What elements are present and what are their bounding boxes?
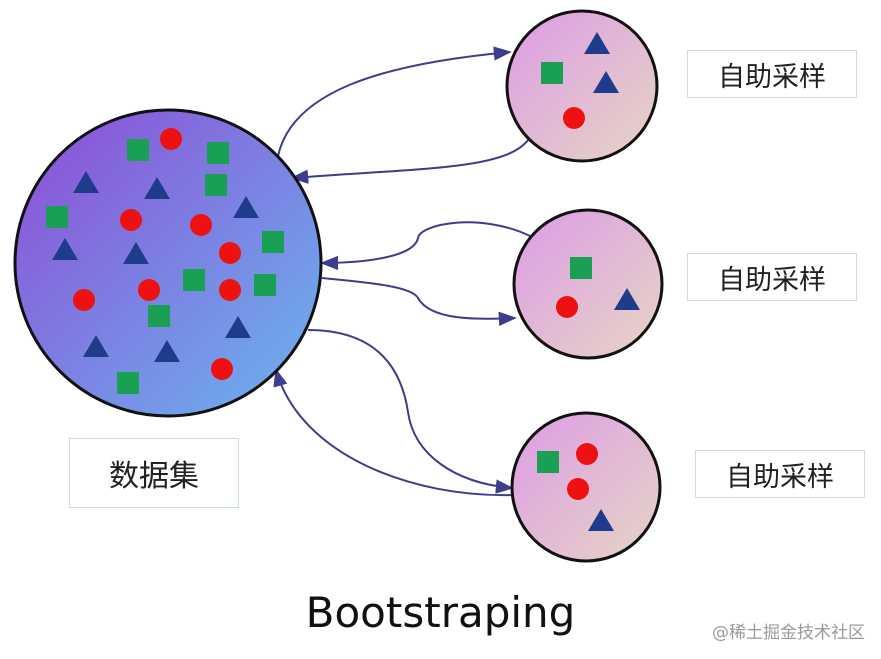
square-marker	[207, 142, 229, 164]
triangle-marker	[588, 509, 614, 531]
triangle-marker	[154, 340, 180, 362]
triangle-marker	[123, 242, 149, 264]
arrow-to-sample-3	[307, 329, 514, 494]
sample-label-2: 自助采样	[687, 253, 857, 301]
square-marker	[117, 372, 139, 394]
arrow-to-sample-2	[321, 277, 517, 326]
triangle-marker	[584, 32, 610, 54]
square-marker	[254, 274, 276, 296]
square-marker	[148, 305, 170, 327]
dataset-label: 数据集	[69, 438, 239, 508]
triangle-marker	[73, 171, 99, 193]
dot-marker	[190, 214, 212, 236]
sample-label-1: 自助采样	[687, 50, 857, 98]
triangle-marker	[233, 196, 259, 218]
sample-label-3: 自助采样	[695, 450, 865, 498]
dot-marker	[576, 443, 598, 465]
dot-marker	[556, 296, 578, 318]
arrow-from-sample-3	[273, 368, 515, 497]
dot-marker	[567, 478, 589, 500]
sample-circle-1	[505, 9, 659, 163]
square-marker	[537, 451, 559, 473]
sample-circle-2	[512, 208, 664, 360]
triangle-marker	[593, 71, 619, 93]
triangle-marker	[614, 288, 640, 310]
triangle-marker	[225, 316, 251, 338]
arrow-from-sample-1	[290, 139, 529, 184]
square-marker	[262, 231, 284, 253]
square-marker	[46, 206, 68, 228]
square-marker	[541, 62, 563, 84]
dot-marker	[563, 107, 585, 129]
arrow-to-sample-1	[277, 46, 512, 157]
triangle-marker	[52, 238, 78, 260]
square-marker	[183, 269, 205, 291]
dot-marker	[211, 358, 233, 380]
dot-marker	[138, 279, 160, 301]
square-marker	[205, 174, 227, 196]
square-marker	[570, 257, 592, 279]
arrow-from-sample-2	[320, 221, 531, 271]
dot-marker	[219, 242, 241, 264]
dot-marker	[120, 209, 142, 231]
dot-marker	[219, 279, 241, 301]
square-marker	[127, 139, 149, 161]
watermark: @稀土掘金技术社区	[712, 623, 865, 643]
dataset-circle	[13, 108, 323, 418]
triangle-marker	[83, 335, 109, 357]
triangle-marker	[144, 177, 170, 199]
diagram-title: Bootstraping	[305, 588, 576, 637]
dot-marker	[160, 128, 182, 150]
dot-marker	[73, 289, 95, 311]
